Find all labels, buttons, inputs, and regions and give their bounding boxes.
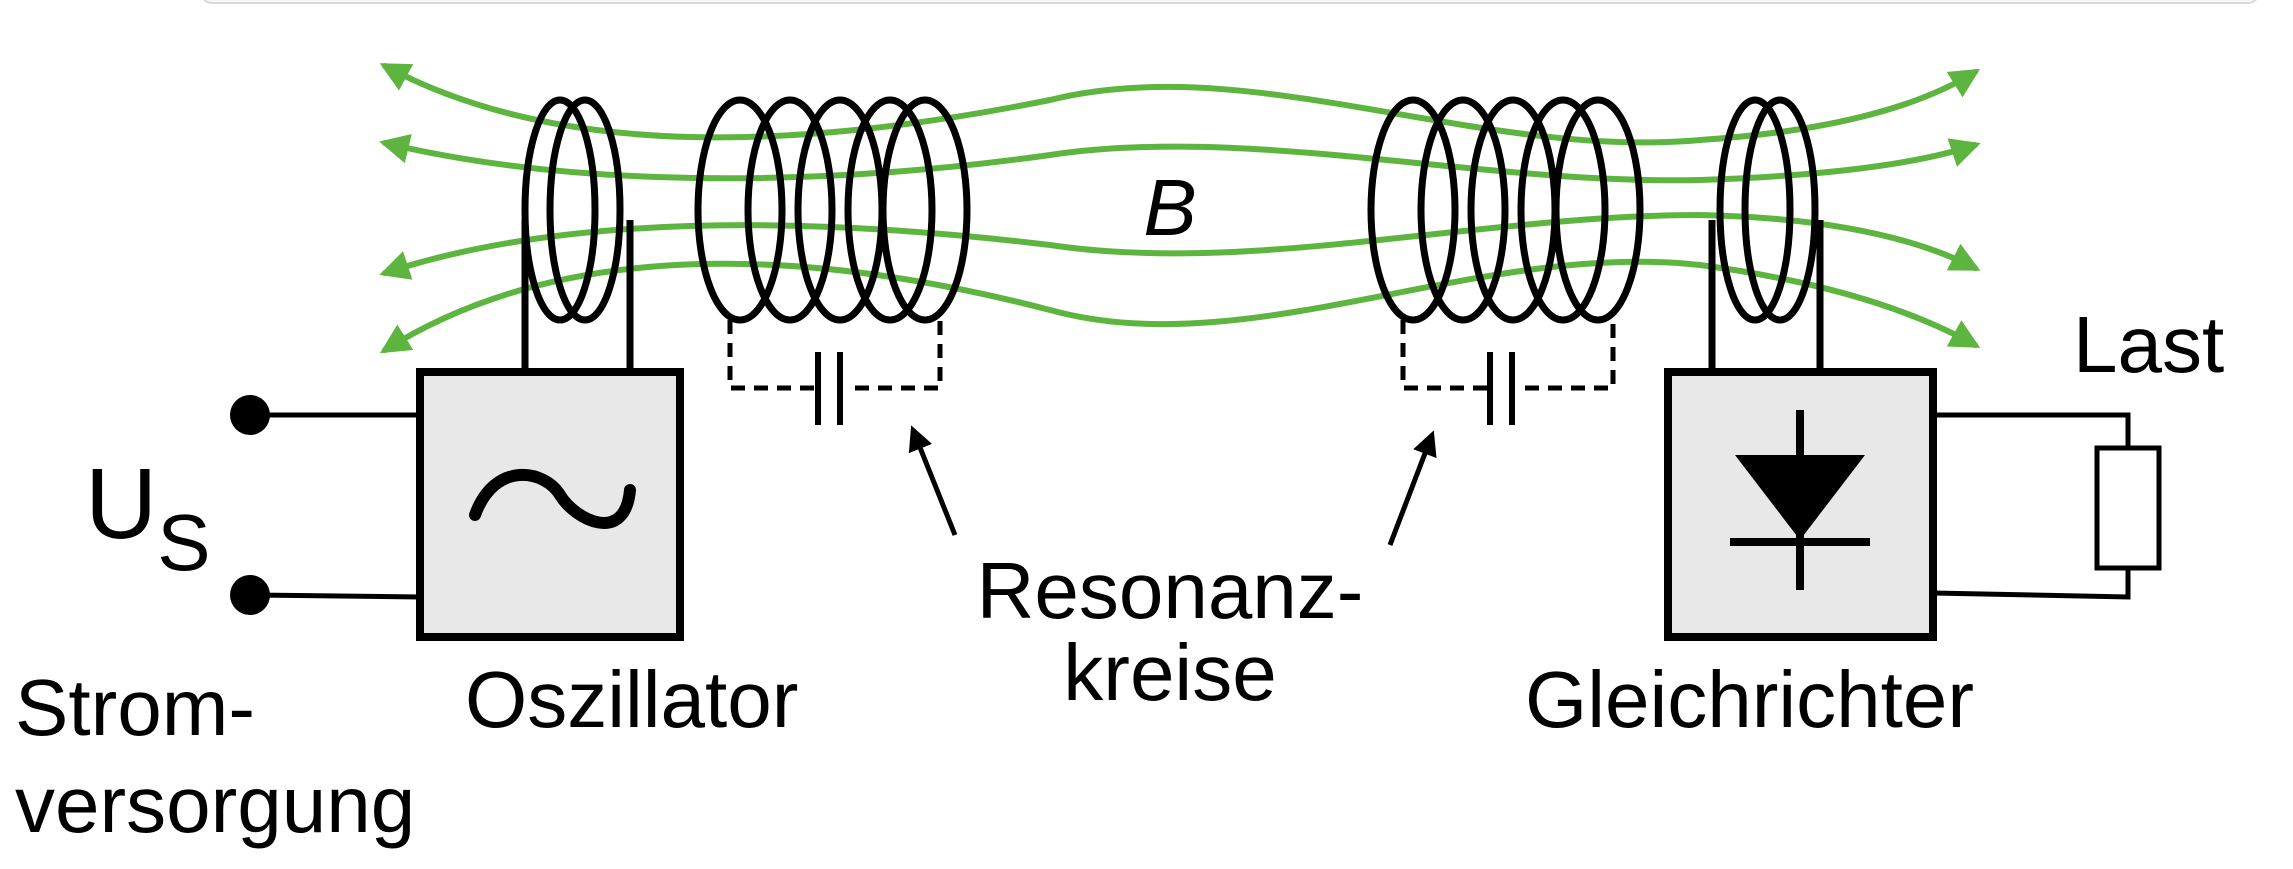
resonance-label-line2: kreise [1063, 628, 1276, 717]
secondary-pickup-coil [1708, 96, 1824, 372]
field-line-1 [379, 63, 1981, 146]
field-line-4 [379, 258, 1981, 354]
diode-icon [1730, 410, 1870, 590]
field-line-2 [379, 134, 1981, 184]
supply-label-line1: Strom- [15, 663, 255, 752]
transmit-resonance-coil [694, 96, 971, 324]
primary-drive-coil [521, 96, 634, 372]
transmit-resonance-capacitor [727, 320, 943, 425]
oscillator-label: Oszillator [465, 655, 798, 744]
rectifier-block [1664, 368, 1937, 641]
power-supply-terminals [230, 395, 421, 615]
resonance-label-line1: Resonanz- [977, 546, 1364, 635]
oscillator-block [416, 368, 684, 641]
supply-label-line2: versorgung [15, 760, 415, 849]
supply-voltage-subscript: S [157, 498, 210, 587]
rectifier-label: Gleichrichter [1525, 655, 1974, 744]
load-label: Last [2073, 300, 2224, 389]
receive-resonance-capacitor [1400, 320, 1616, 425]
resonance-arrow-left [908, 425, 958, 536]
load-resistor [1932, 412, 2162, 600]
sine-wave-icon [469, 469, 636, 529]
receive-resonance-coil [1367, 96, 1644, 324]
supply-voltage-label: US [85, 448, 211, 587]
magnetic-field-label: B [1143, 163, 1196, 252]
resonance-arrow-right [1387, 430, 1437, 546]
